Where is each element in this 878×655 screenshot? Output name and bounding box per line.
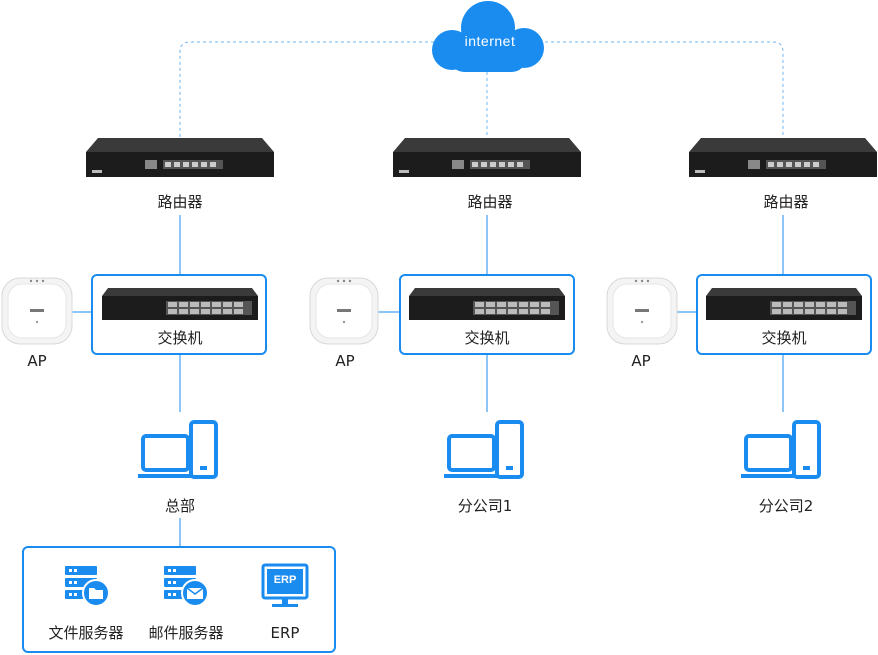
router-icon <box>689 138 877 177</box>
internet-label: internet <box>464 33 516 49</box>
computer-icon <box>138 420 218 479</box>
router-label: 路由器 <box>157 193 203 211</box>
file-server-label: 文件服务器 <box>48 624 124 642</box>
router-icon <box>393 138 581 177</box>
site-label-branch1: 分公司1 <box>457 497 513 515</box>
ap-label: AP <box>27 352 47 370</box>
erp-screen-text: ERP <box>273 574 297 586</box>
access-point-icon <box>309 277 379 345</box>
computer-icon <box>741 420 821 479</box>
file-server-icon <box>65 566 110 607</box>
erp-label: ERP <box>270 624 300 642</box>
site-label-branch2: 分公司2 <box>758 497 814 515</box>
access-point-icon <box>1 277 73 345</box>
mail-server-label: 邮件服务器 <box>148 624 224 642</box>
erp-monitor-icon <box>261 563 309 607</box>
router-icon <box>86 138 274 177</box>
switch-icon <box>102 288 258 320</box>
switch-icon <box>409 288 565 320</box>
router-label: 路由器 <box>467 193 513 211</box>
site-label-hq: 总部 <box>164 497 196 515</box>
internet-link-hq <box>179 41 440 140</box>
ap-label: AP <box>335 352 355 370</box>
switch-label: 交换机 <box>761 329 807 347</box>
switch-icon <box>706 288 862 320</box>
ap-label: AP <box>631 352 651 370</box>
mail-server-icon <box>164 566 209 607</box>
switch-label: 交换机 <box>157 329 203 347</box>
computer-icon <box>444 420 524 479</box>
router-label: 路由器 <box>763 193 809 211</box>
access-point-icon <box>606 277 678 345</box>
internet-link-branch2 <box>545 41 784 140</box>
switch-label: 交换机 <box>464 329 510 347</box>
